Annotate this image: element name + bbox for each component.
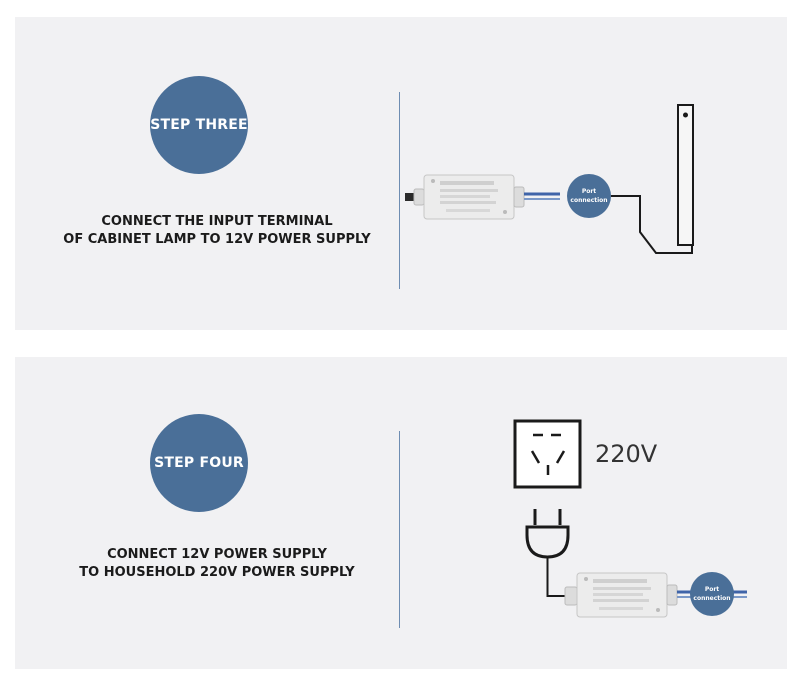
voltage-label: 220V: [595, 440, 658, 468]
step-four-description: CONNECT 12V POWER SUPPLY TO HOUSEHOLD 22…: [15, 546, 419, 582]
step-three-divider: [399, 92, 400, 289]
svg-text:connection: connection: [693, 595, 730, 602]
wall-socket-icon: [513, 419, 582, 489]
svg-text:Port: Port: [582, 188, 596, 195]
step-three-wiring-diagram: Port connection: [405, 104, 694, 254]
cabinet-lamp-icon: [677, 104, 694, 246]
power-supply-icon: [413, 174, 525, 220]
step-four-line-2: TO HOUSEHOLD 220V POWER SUPPLY: [79, 565, 355, 580]
step-four-badge: STEP FOUR: [150, 414, 248, 512]
step-four-line-1: CONNECT 12V POWER SUPPLY: [107, 547, 327, 562]
step-three-description: CONNECT THE INPUT TERMINAL OF CABINET LA…: [15, 213, 419, 249]
step-three-line-1: CONNECT THE INPUT TERMINAL: [101, 214, 333, 229]
port-connection-badge: Port connection: [567, 174, 611, 218]
step-three-badge: STEP THREE: [150, 76, 248, 174]
svg-text:connection: connection: [570, 197, 607, 204]
step-four-wiring-diagram: 220V Port connection: [513, 419, 747, 618]
step-three-panel: STEP THREE CONNECT THE INPUT TERMINAL OF…: [15, 17, 787, 330]
port-connection-badge: Port connection: [690, 572, 734, 616]
step-three-line-2: OF CABINET LAMP TO 12V POWER SUPPLY: [63, 232, 371, 247]
step-four-divider: [399, 431, 400, 628]
power-plug-icon: [525, 509, 570, 559]
svg-text:Port: Port: [705, 586, 719, 593]
power-supply-icon: [564, 572, 678, 618]
step-four-panel: STEP FOUR CONNECT 12V POWER SUPPLY TO HO…: [15, 357, 787, 669]
lamp-wire: [611, 195, 693, 254]
